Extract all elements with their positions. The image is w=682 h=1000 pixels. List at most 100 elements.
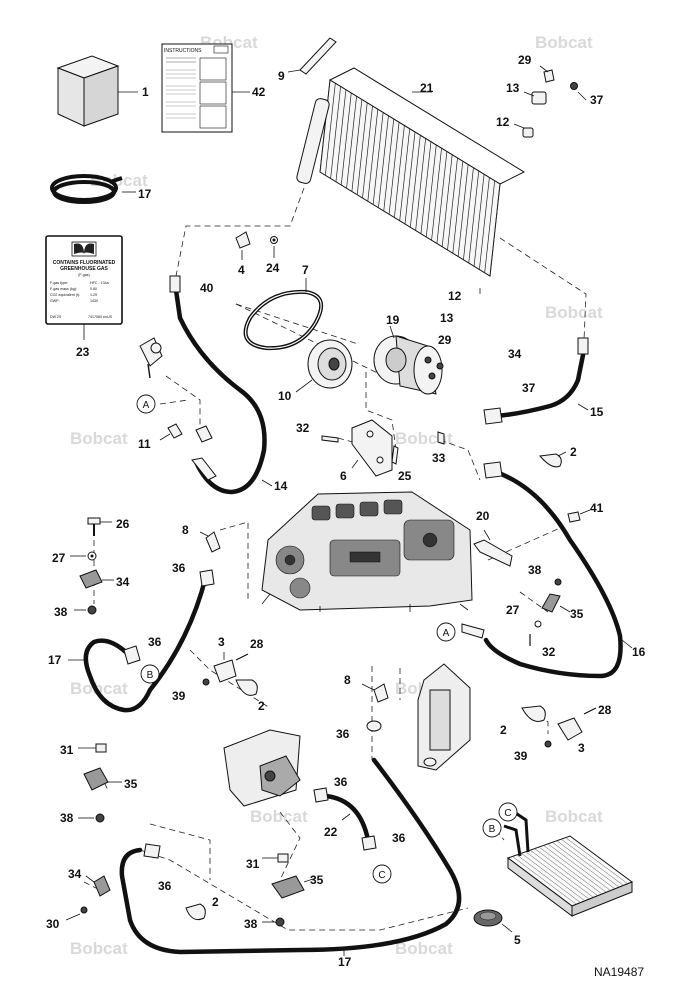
part-number: 38: [60, 811, 74, 825]
part-fitting-34-30: [65, 875, 111, 921]
part-number: 39: [514, 749, 528, 763]
label-row3-label: CO2 equivalent (t):: [50, 293, 80, 297]
part-fasteners-left: [70, 517, 114, 615]
part-connector-3-right: [521, 705, 597, 748]
part-number: 25: [398, 469, 412, 483]
part-number: 34: [68, 867, 82, 881]
callout-a-right: A: [443, 628, 450, 639]
part-number: 19: [386, 313, 400, 327]
watermark: Bobcat: [250, 807, 308, 826]
part-number: 4: [238, 263, 245, 277]
part-number: 27: [52, 551, 66, 565]
part-number: 28: [598, 703, 612, 717]
callout-markers: A A B B C C: [136, 394, 518, 884]
callout-b-left: B: [147, 670, 154, 681]
part-kit-box: [56, 55, 138, 127]
label-title-line1: CONTAINS FLUORINATED: [53, 260, 116, 266]
part-number: 13: [440, 311, 454, 325]
watermark: Bobcat: [70, 939, 128, 958]
part-fasteners-bottom-left: [78, 743, 122, 823]
part-number: 6: [340, 469, 347, 483]
instructions-title: INSTRUCTIONS: [164, 48, 202, 54]
part-instructions-sheet: INSTRUCTIONS: [161, 43, 250, 133]
label-row3-value: 1.29: [90, 293, 97, 297]
part-fgas-label: CONTAINS FLUORINATED GREENHOUSE GAS (F-g…: [45, 235, 123, 340]
part-hose-14: [169, 275, 273, 495]
part-number: 22: [324, 825, 338, 839]
part-number: 31: [60, 743, 74, 757]
part-number: 32: [542, 645, 556, 659]
part-number: 37: [590, 93, 604, 107]
part-number: 31: [246, 857, 260, 871]
part-number: 35: [124, 777, 138, 791]
part-number: 34: [116, 575, 130, 589]
part-number: 36: [334, 775, 348, 789]
part-hose-16: [461, 461, 633, 679]
callout-c-bottom: C: [378, 870, 385, 881]
part-connector-mid: [361, 683, 389, 732]
part-belt-pulley: [243, 278, 353, 393]
part-number: 36: [158, 879, 172, 893]
part-number: 23: [76, 345, 90, 359]
callout-c-right: C: [504, 808, 511, 819]
book-icon: [74, 243, 94, 254]
diagram-reference-code: NA19487: [594, 965, 644, 979]
part-bracket-9: [287, 37, 337, 75]
part-number: 36: [148, 635, 162, 649]
part-number: 26: [116, 517, 130, 531]
part-number: 35: [310, 873, 324, 887]
part-number: 17: [48, 653, 62, 667]
part-number: 3: [578, 741, 585, 755]
label-row4-label: GWP:: [50, 299, 60, 303]
label-row2-label: F-gas mass (kg):: [50, 287, 77, 291]
part-number: 33: [432, 451, 446, 465]
part-number: 2: [500, 723, 507, 737]
label-row4-value: 1430: [90, 299, 98, 303]
part-number: 9: [278, 69, 285, 83]
watermark: Bobcat: [70, 429, 128, 448]
part-condenser: [296, 67, 526, 277]
part-number: 40: [200, 281, 214, 295]
part-number: 38: [244, 917, 258, 931]
part-number: 30: [46, 917, 60, 931]
watermark: Bobcat: [545, 807, 603, 826]
label-row1-value: HFC - 134a: [90, 281, 109, 285]
part-number: 1: [142, 85, 149, 99]
part-clamp-35-right: [529, 578, 571, 646]
part-number: 2: [258, 699, 265, 713]
watermark: Bobcat: [535, 33, 593, 52]
label-title-line3: (F-gas): [78, 273, 90, 277]
label-footer-right: 7417080 enUS: [88, 315, 113, 319]
part-fitting-41: [567, 509, 591, 523]
watermark: Bobcat: [545, 303, 603, 322]
part-side-panel: [417, 663, 471, 771]
part-number: 16: [632, 645, 646, 659]
part-connector-3-mid: [202, 652, 258, 696]
part-number: 29: [518, 53, 532, 67]
label-row2-value: 0.80: [90, 287, 97, 291]
part-number: 36: [392, 831, 406, 845]
part-connector-8: [199, 531, 221, 553]
watermark: Bobcat: [70, 679, 128, 698]
part-fasteners-bottom-center: [262, 853, 317, 927]
part-number: 41: [590, 501, 604, 515]
part-number: 21: [420, 81, 434, 95]
part-hose-15: [483, 337, 589, 425]
part-number: 28: [250, 637, 264, 651]
callout-a-left: A: [143, 400, 150, 411]
part-number: 20: [476, 509, 490, 523]
part-engine: [261, 491, 473, 612]
part-number: 38: [54, 605, 68, 619]
part-number: 32: [296, 421, 310, 435]
part-number: 35: [570, 607, 584, 621]
part-grommet: [473, 909, 513, 933]
part-number: 17: [338, 955, 352, 969]
part-number: 38: [528, 563, 542, 577]
part-number: 10: [278, 389, 292, 403]
part-number: 3: [218, 635, 225, 649]
part-hose-17-left: [68, 569, 215, 713]
part-hose-17-center: [119, 757, 462, 956]
part-clamp-bottom: [185, 903, 206, 921]
part-number: 34: [508, 347, 522, 361]
part-number: 2: [570, 445, 577, 459]
